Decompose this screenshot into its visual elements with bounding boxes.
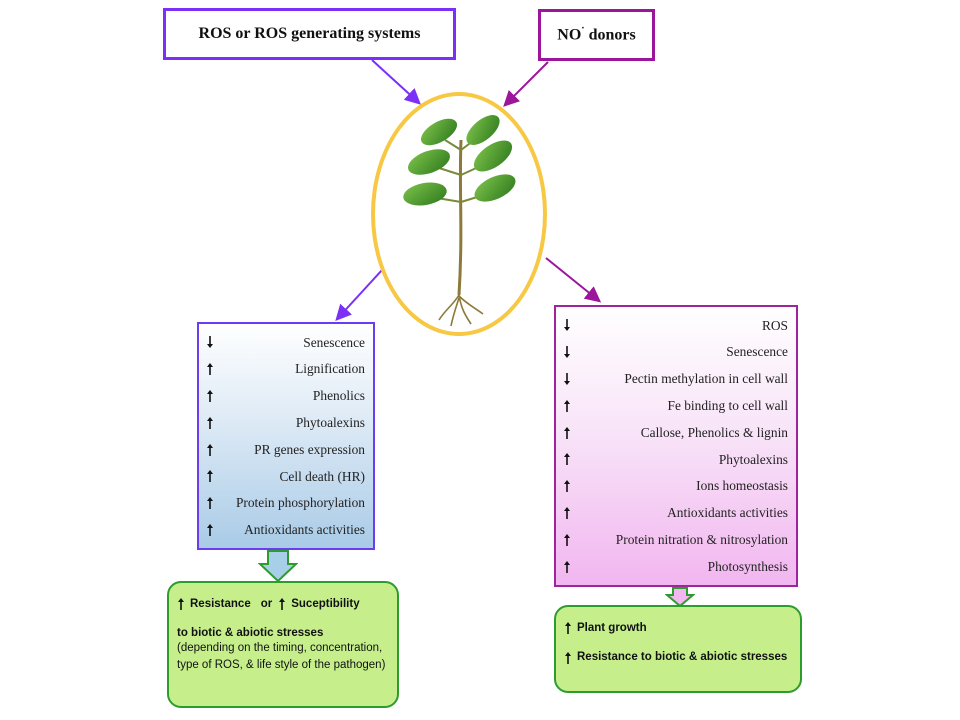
ros-to-plant-arrow [371, 59, 421, 105]
no-effect-item: Senescence [562, 339, 788, 366]
right-block-down-arrow-icon [665, 587, 695, 607]
up-arrow-icon [562, 506, 572, 520]
up-arrow-icon [205, 389, 215, 403]
no-to-plant-arrow [503, 61, 549, 107]
no-effect-item: Pectin methylation in cell wall [562, 366, 788, 393]
up-arrow-icon [205, 469, 215, 483]
ros-effect-item: Lignification [205, 356, 365, 383]
no-outcome-box: Plant growth Resistance to biotic & abio… [554, 605, 802, 693]
no-effect-item: Callose, Phenolics & lignin [562, 419, 788, 446]
down-arrow-icon [562, 345, 572, 359]
up-arrow-icon [562, 452, 572, 466]
down-arrow-icon [205, 335, 215, 349]
no-donors-label: NO· donors [557, 23, 636, 44]
resistance-line: Resistance to biotic & abiotic stresses [564, 651, 792, 665]
ros-effect-item: Phenolics [205, 383, 365, 410]
ros-systems-box: ROS or ROS generating systems [163, 8, 456, 60]
up-arrow-icon [205, 523, 215, 537]
up-arrow-icon [205, 416, 215, 430]
up-arrow-icon [205, 496, 215, 510]
stresses-line: to biotic & abiotic stresses [177, 627, 324, 639]
plant-to-left-arrow [335, 269, 383, 321]
ros-effects-list: Senescence Lignification Phenolics Phyto… [205, 329, 365, 543]
ros-effect-item: Antioxidants activities [205, 517, 365, 544]
ros-effect-item: PR genes expression [205, 436, 365, 463]
down-arrow-icon [562, 318, 572, 332]
no-effect-item: Phytoalexins [562, 446, 788, 473]
up-arrow-icon [205, 362, 215, 376]
plant-growth-line: Plant growth [564, 621, 792, 635]
no-effect-item: Ions homeostasis [562, 473, 788, 500]
no-effect-item: Photosynthesis [562, 553, 788, 580]
ros-effect-item: Senescence [205, 329, 365, 356]
up-arrow-icon [562, 399, 572, 413]
left-block-down-arrow-icon [258, 550, 298, 582]
plant-to-right-arrow [545, 257, 602, 303]
no-effects-box: ROS Senescence Pectin methylation in cel… [554, 305, 798, 587]
ros-systems-label: ROS or ROS generating systems [198, 25, 421, 42]
ros-outcome-box: Resistance or Suceptibility to biotic & … [167, 581, 399, 708]
no-effect-item: Protein nitration & nitrosylation [562, 526, 788, 553]
no-effect-item: Fe binding to cell wall [562, 392, 788, 419]
up-arrow-icon [564, 651, 574, 665]
ros-effects-box: Senescence Lignification Phenolics Phyto… [197, 322, 375, 550]
plant-seedling-icon [403, 115, 516, 327]
timing-note: (depending on the timing, concentration,… [177, 642, 386, 671]
ros-effect-item: Protein phosphorylation [205, 490, 365, 517]
up-arrow-icon [562, 560, 572, 574]
up-arrow-icon [177, 597, 187, 611]
up-arrow-icon [562, 533, 572, 547]
up-arrow-icon [205, 443, 215, 457]
ros-effect-item: Cell death (HR) [205, 463, 365, 490]
no-effect-item: Antioxidants activities [562, 500, 788, 527]
no-donors-box: NO· donors [538, 9, 655, 61]
up-arrow-icon [278, 597, 288, 611]
ros-effect-item: Phytoalexins [205, 409, 365, 436]
no-effects-list: ROS Senescence Pectin methylation in cel… [562, 312, 788, 580]
up-arrow-icon [562, 479, 572, 493]
no-effect-item: ROS [562, 312, 788, 339]
up-arrow-icon [562, 426, 572, 440]
down-arrow-icon [562, 372, 572, 386]
up-arrow-icon [564, 621, 574, 635]
resistance-susceptibility-line: Resistance or Suceptibility [177, 597, 389, 611]
